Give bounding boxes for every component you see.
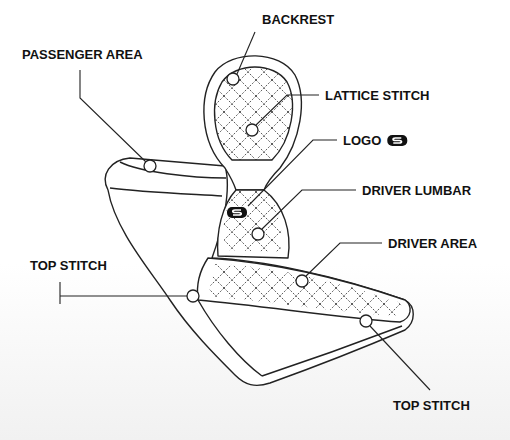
part-label: TOP STITCH: [393, 398, 470, 413]
callout-marker: [227, 73, 239, 85]
leader-line: [60, 282, 187, 304]
part-label: BACKREST: [262, 12, 334, 27]
callout-marker: [296, 275, 308, 287]
leader-line: [262, 190, 356, 229]
leader-line: [256, 95, 319, 125]
lattice-stitch: [200, 255, 410, 325]
callout-marker: [187, 290, 199, 302]
logo-badge: [227, 207, 247, 218]
callout-markers: [144, 73, 372, 327]
leader-lines: [60, 32, 430, 390]
leader-line: [248, 140, 337, 206]
leader-line: [306, 243, 382, 276]
part-label: PASSENGER AREA: [22, 47, 143, 62]
callout-marker: [252, 228, 264, 240]
callout-marker: [246, 124, 258, 136]
part-label: DRIVER AREA: [388, 236, 477, 251]
lattice-stitch: [215, 185, 290, 255]
logo-icon: [387, 135, 407, 146]
part-label: LOGO: [343, 133, 381, 148]
leader-line: [370, 326, 430, 390]
part-label: DRIVER LUMBAR: [362, 183, 471, 198]
callout-marker: [144, 160, 156, 172]
part-label: TOP STITCH: [30, 258, 107, 273]
callout-marker: [360, 315, 372, 327]
seat-outline: [105, 56, 413, 386]
lattice-stitch: [200, 55, 305, 170]
leader-line: [237, 32, 255, 74]
leader-line: [80, 70, 146, 162]
part-label: LATTICE STITCH: [325, 88, 429, 103]
